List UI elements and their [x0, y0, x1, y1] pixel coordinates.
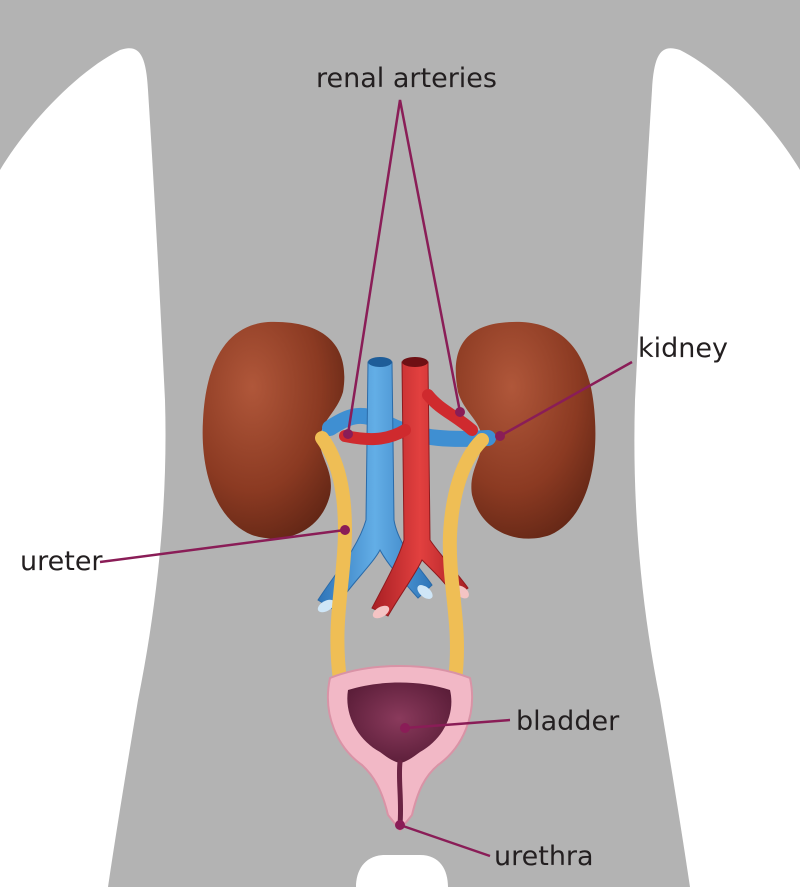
label-urethra: urethra: [494, 841, 594, 872]
renal-arteries-leader: [346, 99, 462, 435]
aorta-top: [402, 357, 428, 367]
vena-cava-top: [368, 357, 392, 367]
urethra-canal: [396, 759, 404, 828]
bladder-leader: [404, 718, 511, 730]
urethra-dot: [395, 820, 405, 830]
label-renal-arteries: renal arteries: [316, 63, 497, 94]
right-kidney: [455, 321, 596, 539]
renal-artery-right: [422, 389, 478, 436]
urethra-leader: [399, 823, 491, 858]
bladder-interior: [347, 682, 452, 763]
renal-artery-dot-left: [343, 429, 353, 439]
renal-artery-dot-right: [455, 407, 465, 417]
bladder-dot: [400, 723, 410, 733]
right-ureter: [442, 433, 489, 687]
label-ureter: ureter: [20, 546, 103, 577]
left-ureter: [315, 431, 353, 687]
left-kidney: [202, 321, 345, 539]
vein-end-left: [317, 599, 335, 613]
ureter-leader: [99, 528, 346, 564]
ureter-dot: [340, 525, 350, 535]
label-kidney: kidney: [638, 333, 728, 364]
kidney-dot: [495, 431, 505, 441]
leader-lines: [99, 99, 633, 858]
vein-end-right: [417, 585, 433, 599]
leader-dots: [340, 407, 505, 830]
label-bladder: bladder: [516, 706, 620, 737]
artery-end-left: [372, 605, 390, 619]
kidney-leader: [499, 360, 633, 438]
